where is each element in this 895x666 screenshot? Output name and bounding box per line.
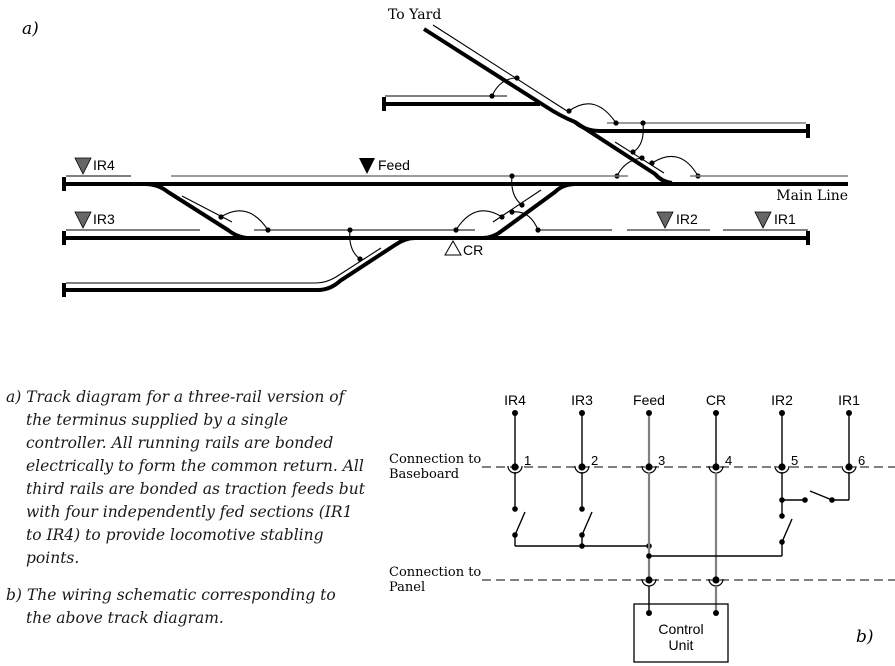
ir2-track-label: IR2: [676, 211, 698, 227]
feed-marker-icon: [359, 158, 375, 174]
connector-number-2: 2: [591, 453, 598, 468]
right-siding-rail: [573, 120, 808, 133]
baseboard-connectors: [507, 463, 857, 474]
ir3-marker-icon: [74, 211, 92, 229]
ir2-switch[interactable]: [781, 518, 793, 543]
figure-caption: a) Track diagram for a three-rail versio…: [6, 386, 366, 644]
connector-number-3: 3: [658, 453, 665, 468]
connector-number-5: 5: [791, 453, 798, 468]
terminal-label-cr: CR: [706, 392, 726, 408]
terminal-label-ir1: IR1: [838, 392, 860, 408]
terminal-label-ir4: IR4: [504, 392, 526, 408]
wiring-schematic: IR4 IR3 Feed CR IR2 IR1 Connection to Ba…: [389, 392, 895, 663]
panel-connectors: [641, 576, 724, 587]
terminal-label-feed: Feed: [633, 392, 665, 408]
panel-label-line2: Panel: [389, 580, 425, 595]
left-crossover-third-rail: [181, 195, 233, 223]
panel-label-line1: Connection to: [389, 565, 481, 580]
ir3-switch[interactable]: [581, 511, 593, 536]
right-crossover-rail: [482, 182, 577, 240]
lower-third-rail: [66, 247, 382, 284]
terminal-label-ir2: IR2: [771, 392, 793, 408]
baseboard-label-line1: Connection to: [389, 452, 481, 467]
connector-number-4: 4: [725, 453, 732, 468]
bond-wire: [511, 211, 539, 231]
ir1-switch[interactable]: [809, 490, 833, 501]
bond-wire: [491, 77, 518, 97]
ir1-marker-icon: [754, 211, 772, 229]
connector-number-1: 1: [524, 453, 531, 468]
main-line-label: Main Line: [776, 188, 848, 204]
terminal-label-ir3: IR3: [571, 392, 593, 408]
feed-track-label: Feed: [378, 157, 410, 173]
caption-a: a) Track diagram for a three-rail versio…: [6, 388, 365, 567]
bond-wire: [455, 210, 503, 231]
bond-wire: [616, 157, 643, 177]
ir3-track-label: IR3: [93, 211, 115, 227]
terminal-dots: [512, 410, 852, 416]
bond-wire: [511, 175, 523, 206]
baseboard-label-line2: Baseboard: [389, 467, 459, 482]
cr-marker-icon: [444, 239, 462, 256]
ir4-marker-icon: [74, 157, 92, 175]
bond-wire: [568, 103, 617, 124]
ir2-marker-icon: [656, 211, 674, 229]
cr-track-label: CR: [463, 242, 483, 258]
control-unit-label-line1: Control: [658, 621, 703, 637]
lower-crossover-rail: [64, 236, 416, 292]
yard-third-rail: [432, 24, 568, 112]
bond-wire: [349, 229, 361, 260]
track-diagram: To Yard Main Line: [62, 7, 848, 297]
ir4-switch[interactable]: [514, 511, 526, 536]
ir4-track-label: IR4: [93, 157, 115, 173]
control-unit-box: [633, 603, 729, 663]
bond-wire: [632, 122, 644, 153]
to-yard-label: To Yard: [388, 7, 441, 23]
bond-wire: [220, 210, 269, 231]
panel-b-label: b): [856, 627, 874, 647]
control-unit-label-line2: Unit: [669, 637, 694, 653]
connector-number-6: 6: [858, 453, 865, 468]
ir1-track-label: IR1: [774, 211, 796, 227]
panel-a-label: a): [22, 19, 39, 39]
caption-b: b) The wiring schematic corresponding to…: [6, 586, 336, 627]
bond-wire: [651, 155, 699, 177]
